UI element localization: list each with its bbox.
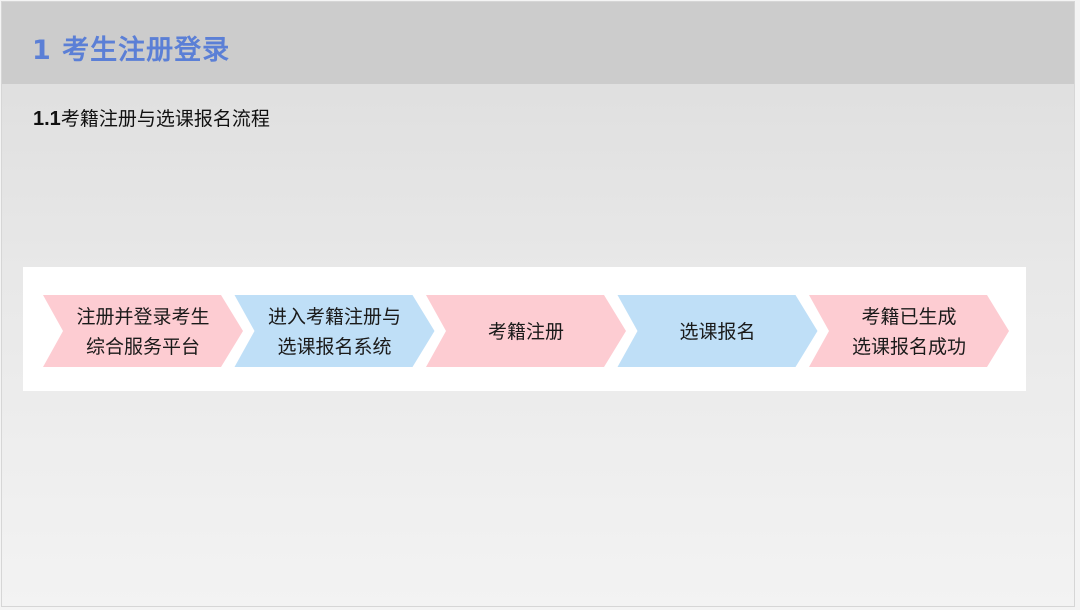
flow-step-label: 选课报名系统: [277, 336, 391, 358]
flow-step-chevron: [617, 295, 818, 367]
section-title: 考籍注册与选课报名流程: [60, 108, 270, 130]
process-flow-diagram: 注册并登录考生综合服务平台进入考籍注册与选课报名系统考籍注册选课报名考籍已生成选…: [43, 295, 1009, 367]
flow-step-label: 进入考籍注册与: [268, 306, 401, 328]
flow-step-chevron: [234, 295, 435, 367]
flow-step-4: 选课报名: [617, 295, 818, 367]
flow-step-label: 选课报名成功: [852, 336, 966, 358]
flow-step-label: 注册并登录考生: [76, 306, 209, 328]
flow-step-label: 考籍注册: [488, 321, 564, 343]
flow-step-3: 考籍注册: [426, 295, 626, 367]
section-heading: 1.1考籍注册与选课报名流程: [33, 104, 270, 131]
flow-step-label: 选课报名: [679, 321, 755, 343]
flow-step-chevron: [43, 295, 243, 367]
flow-step-label: 考籍已生成: [861, 306, 956, 328]
flow-step-chevron: [426, 295, 626, 367]
section-number: 1.1: [33, 108, 61, 130]
title-bar: 1 考生注册登录: [2, 2, 1074, 84]
flow-step-label: 综合服务平台: [86, 336, 200, 358]
process-flow-panel: 注册并登录考生综合服务平台进入考籍注册与选课报名系统考籍注册选课报名考籍已生成选…: [23, 267, 1026, 391]
page-title: 1 考生注册登录: [32, 35, 231, 66]
flow-step-chevron: [809, 295, 1009, 367]
